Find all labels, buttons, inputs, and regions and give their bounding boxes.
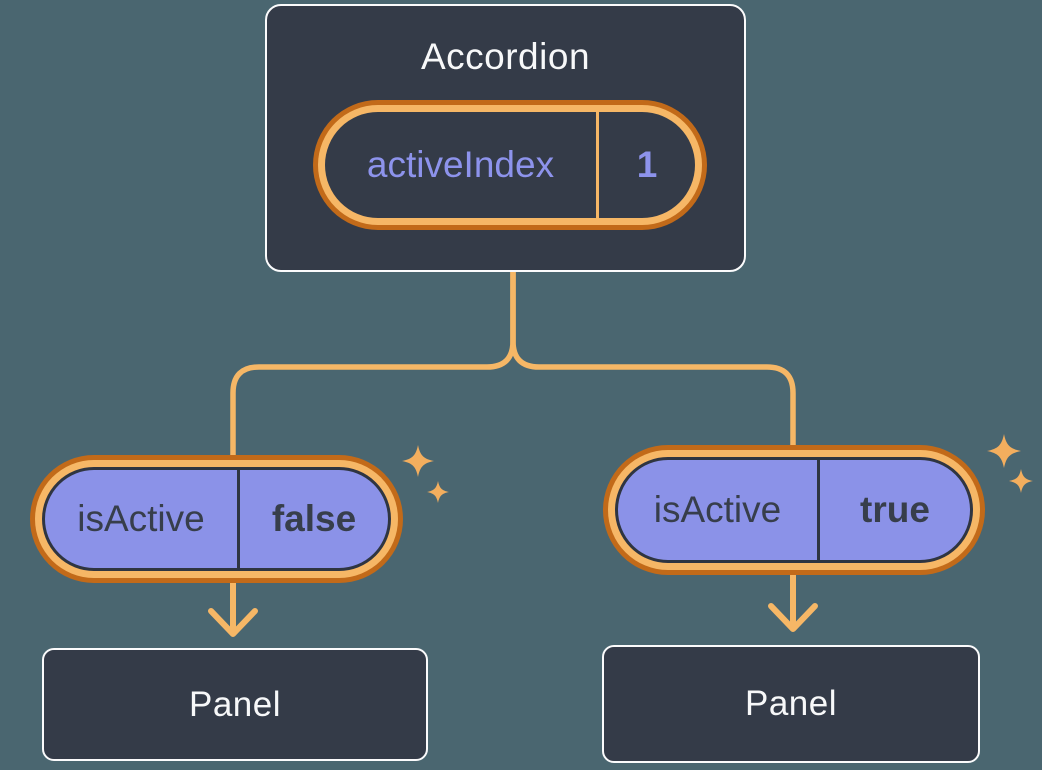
arrow-right-head bbox=[768, 603, 818, 632]
arrow-left-head bbox=[208, 608, 258, 637]
prop-pill-ring: isActive false bbox=[35, 460, 398, 578]
pill-divider bbox=[817, 460, 820, 560]
prop-pill-ring: isActive true bbox=[608, 450, 980, 570]
prop-pill-body: isActive false bbox=[42, 467, 391, 571]
prop-pill-isactive-true: isActive true bbox=[603, 445, 985, 575]
state-pill-ring: activeIndex 1 bbox=[318, 105, 702, 225]
state-key-label: activeIndex bbox=[366, 144, 555, 185]
accordion-title: Accordion bbox=[420, 36, 591, 77]
prop-key-label: isActive bbox=[77, 498, 205, 539]
panel-title: Panel bbox=[744, 684, 838, 723]
prop-pill-body: isActive true bbox=[615, 457, 973, 563]
prop-value-label: true bbox=[860, 489, 930, 530]
panel-node-right: Panel bbox=[602, 645, 980, 763]
state-pill-body: activeIndex 1 bbox=[325, 112, 695, 218]
panel-title: Panel bbox=[188, 684, 282, 724]
state-pill-active-index: activeIndex 1 bbox=[313, 100, 707, 230]
state-value-label: 1 bbox=[636, 144, 658, 185]
sparkle-icon bbox=[427, 481, 449, 503]
pill-divider bbox=[596, 112, 599, 218]
connector-left-branch bbox=[230, 272, 516, 456]
sparkle-icon bbox=[402, 445, 434, 477]
sparkle-icon bbox=[1009, 469, 1033, 493]
prop-value-label: false bbox=[271, 498, 357, 539]
connector-right-branch bbox=[510, 272, 796, 447]
prop-key-label: isActive bbox=[653, 489, 782, 530]
prop-pill-isactive-false: isActive false bbox=[30, 455, 403, 583]
pill-divider bbox=[237, 470, 240, 568]
sparkle-icon bbox=[987, 434, 1021, 468]
panel-node-left: Panel bbox=[42, 648, 428, 761]
